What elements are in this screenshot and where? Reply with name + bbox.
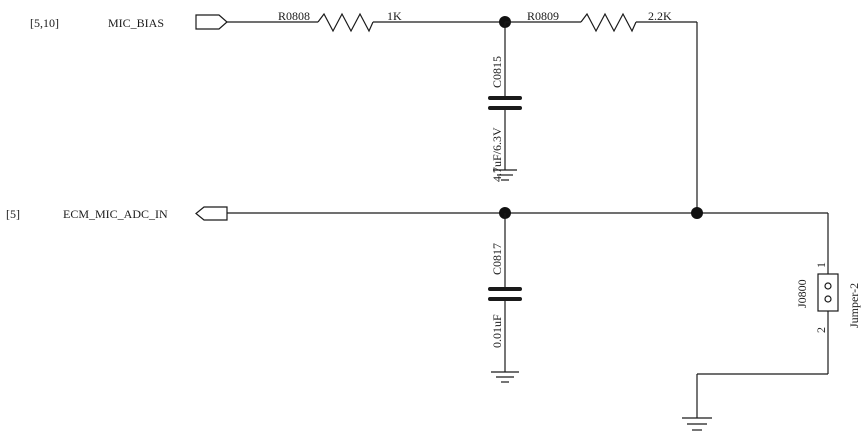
- ecm-in-sheet-ref: [5]: [6, 207, 20, 221]
- j0800-pin1-label: 1: [814, 262, 828, 268]
- ecm-in-net-label: ECM_MIC_ADC_IN: [63, 207, 168, 221]
- ecm-in-port-icon[interactable]: [195, 206, 228, 221]
- r0809-value-label: 2.2K: [648, 9, 672, 23]
- j0800-type-label: Jumper-2: [847, 283, 861, 328]
- jumper-pin2-icon: [824, 295, 832, 303]
- jumper-pin1-icon: [824, 282, 832, 290]
- resistor-r0809-icon[interactable]: [580, 12, 637, 33]
- c0815-ref-label: C0815: [490, 56, 504, 88]
- j0800-ref-label: J0800: [795, 279, 809, 308]
- c0817-value-label: 0.01uF: [490, 314, 504, 348]
- j0800-pin2-label: 2: [814, 327, 828, 333]
- r0809-ref-label: R0809: [527, 9, 559, 23]
- c0815-value-label: 4.7uF/6.3V: [490, 127, 504, 182]
- r0808-value-label: 1K: [387, 9, 402, 23]
- mic-bias-port-icon[interactable]: [195, 14, 228, 30]
- r0808-ref-label: R0808: [278, 9, 310, 23]
- mic-bias-sheet-ref: [5,10]: [30, 16, 59, 30]
- jumper-j0800-icon[interactable]: [817, 273, 839, 312]
- junction-node-right: [691, 207, 703, 219]
- mic-bias-net-label: MIC_BIAS: [108, 16, 164, 30]
- resistor-r0808-icon[interactable]: [317, 12, 374, 33]
- c0817-ref-label: C0817: [490, 243, 504, 275]
